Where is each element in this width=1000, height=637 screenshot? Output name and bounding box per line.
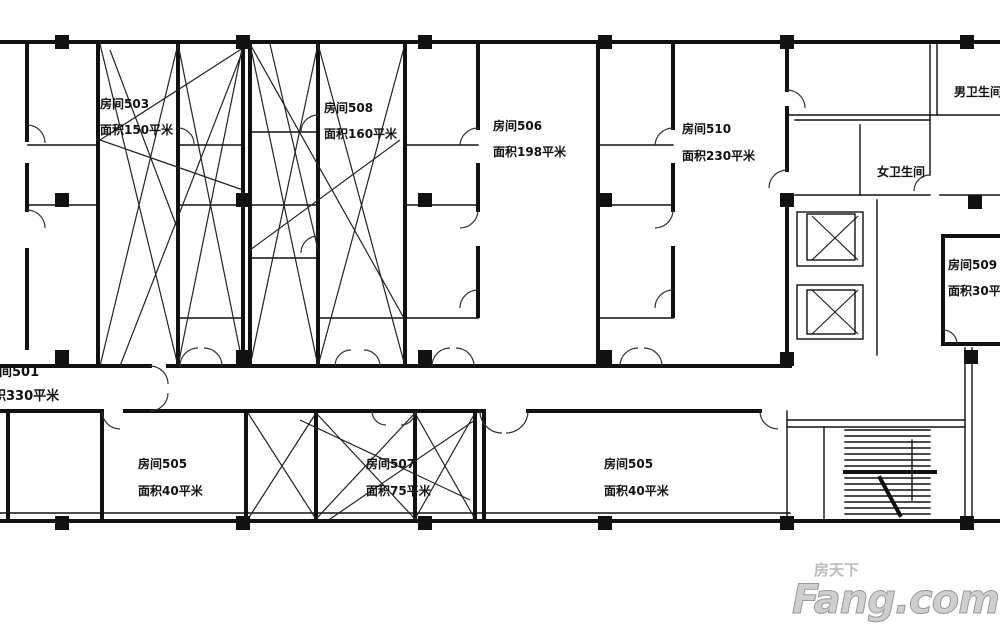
room-505b-name: 房间505 <box>604 456 653 471</box>
male-restroom-label: 男卫生间 <box>954 84 1000 99</box>
corridor-walls <box>0 364 792 514</box>
room-508-name: 房间508 <box>324 100 373 115</box>
room-506-name: 房间506 <box>493 118 542 133</box>
room-506-area: 面积198平米 <box>493 144 567 159</box>
room-510-name: 房间510 <box>682 121 731 136</box>
room-505b-area: 面积40平米 <box>604 483 670 498</box>
room-509-name: 房间509 <box>948 257 997 272</box>
doors <box>26 89 958 434</box>
room-501-name: 房间501 <box>0 364 39 380</box>
room-508-area: 面积160平米 <box>324 126 398 141</box>
outer-walls <box>0 40 1000 523</box>
room-510-area: 面积230平米 <box>682 148 756 163</box>
room-labels: 房间501 面积330平米 房间503 面积150平米 房间508 面积160平… <box>0 84 1000 498</box>
room-507-area: 面积75平米 <box>366 483 432 498</box>
bottom-partitions <box>6 409 486 523</box>
columns <box>55 35 982 530</box>
room-503-area: 面积150平米 <box>100 122 174 137</box>
demolition-lines <box>99 43 476 520</box>
room-501-area: 面积330平米 <box>0 388 60 404</box>
room-509-area: 面积30平米 <box>948 283 1000 298</box>
watermark-cn: 房天下 <box>814 561 860 579</box>
room-505-area: 面积40平米 <box>138 483 204 498</box>
stairs <box>843 429 937 518</box>
room-503-name: 房间503 <box>100 96 149 111</box>
top-partitions <box>25 40 789 368</box>
female-restroom-label: 女卫生间 <box>877 164 925 179</box>
fang-watermark: 房天下 Fang.com <box>792 561 1000 624</box>
room-507-name: 房间507 <box>366 456 415 471</box>
watermark-en: Fang.com <box>792 577 1000 624</box>
room-505-name: 房间505 <box>138 456 187 471</box>
service-core <box>785 41 1000 522</box>
